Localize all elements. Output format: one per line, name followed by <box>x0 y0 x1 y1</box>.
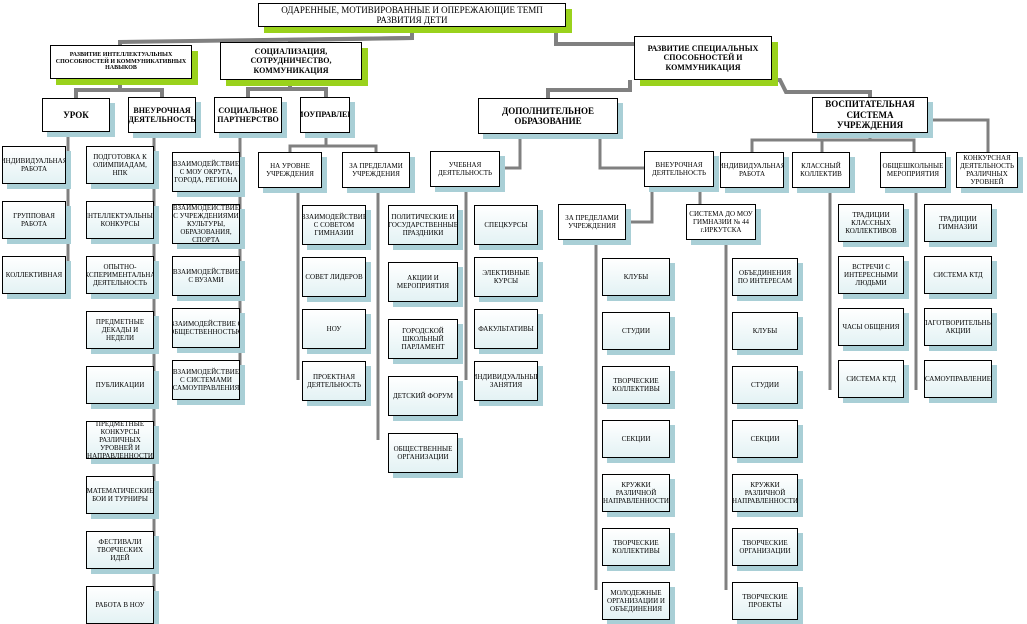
connector <box>820 138 870 152</box>
class-item: СИСТЕМА КТД <box>838 360 904 398</box>
selfgov-outside: ЗА ПРЕДЕЛАМИ УЧРЕЖДЕНИЯ <box>342 152 410 188</box>
node-addedu: ДОПОЛНИТЕЛЬНОЕ ОБРАЗОВАНИЕ <box>478 98 618 134</box>
extra-item: ПОДГОТОВКА К ОЛИМПИАДАМ, НПК <box>86 146 154 184</box>
connector <box>626 187 654 224</box>
node-selfgov: САМОУПРАВЛЕНИЕ <box>300 97 350 133</box>
root-node: ОДАРЕННЫЕ, МОТИВИРОВАННЫЕ И ОПЕРЕЖАЮЩИЕ … <box>258 3 566 27</box>
lesson-item: КОЛЛЕКТИВНАЯ <box>2 256 66 294</box>
outside-item: ПОЛИТИЧЕСКИЕ И ГОСУДАРСТВЕННЫЕ ПРАЗДНИКИ <box>388 205 458 245</box>
selfgov-inside: НА УРОВНЕ УЧРЕЖДЕНИЯ <box>258 152 322 188</box>
connector <box>598 134 644 170</box>
extra-item: ФЕСТИВАЛИ ТВОРЧЕСКИХ ИДЕЙ <box>86 531 154 569</box>
study-item: СПЕЦКУРСЫ <box>474 205 538 245</box>
vn-do-system: СИСТЕМА ДО МОУ ГИМНАЗИИ № 44 г.ИРКУТСКА <box>686 204 756 240</box>
class-item: ТРАДИЦИИ КЛАССНЫХ КОЛЛЕКТИВОВ <box>838 204 904 242</box>
extra-item: ПУБЛИКАЦИИ <box>86 366 154 404</box>
upbring-class: КЛАССНЫЙ КОЛЛЕКТИВ <box>792 152 850 188</box>
school-item: САМОУПРАВЛЕНИЕ <box>924 360 992 398</box>
connector <box>500 134 522 170</box>
outside-item: ОБЩЕСТВЕННЫЕ ОРГАНИЗАЦИИ <box>388 433 458 473</box>
connector <box>290 87 328 97</box>
do-item: КРУЖКИ РАЗЛИЧНОЙ НАПРАВЛЕННОСТИ <box>732 474 798 512</box>
addedu-study: УЧЕБНАЯ ДЕЯТЕЛЬНОСТЬ <box>430 151 500 187</box>
partner-item: ВЗАИМОДЕЙСТВИЕ С СИСТЕМАМИ САМОУПРАВЛЕНИ… <box>172 360 240 400</box>
connector <box>120 88 164 97</box>
branch-intel: РАЗВИТИЕ ИНТЕЛЛЕКТУАЛЬНЫХ СПОСОБНОСТЕЙ И… <box>50 45 192 79</box>
do-item: ТВОРЧЕСКИЕ ПРОЕКТЫ <box>732 582 798 620</box>
school-item: СИСТЕМА КТД <box>924 256 992 294</box>
branch-social: СОЦИАЛИЗАЦИЯ, СОТРУДНИЧЕСТВО, КОММУНИКАЦ… <box>220 42 362 80</box>
beyond-item: МОЛОДЕЖНЫЕ ОРГАНИЗАЦИИ И ОБЪЕДИНЕНИЯ <box>602 582 670 620</box>
connector <box>74 80 122 98</box>
extra-item: ОПЫТНО-ЭКСПЕРИМЕНТАЛЬНАЯ ДЕЯТЕЛЬНОСТЬ <box>86 256 154 294</box>
extra-item: ПРЕДМЕТНЫЕ КОНКУРСЫ РАЗЛИЧНЫХ УРОВНЕЙ И … <box>86 421 154 459</box>
class-item: ВСТРЕЧИ С ИНТЕРЕСНЫМИ ЛЮДЬМИ <box>838 256 904 294</box>
connector <box>288 133 328 152</box>
upbring-individual: ИНДИВИДУАЛЬНАЯ РАБОТА <box>720 152 784 188</box>
inside-item: СОВЕТ ЛИДЕРОВ <box>302 257 366 297</box>
extra-item: ПРЕДМЕТНЫЕ ДЕКАДЫ И НЕДЕЛИ <box>86 311 154 349</box>
school-item: ТРАДИЦИИ ГИМНАЗИИ <box>924 204 992 242</box>
partner-item: ВЗАИМОДЕЙСТВИЕ С ВУЗАМИ <box>172 256 240 296</box>
node-upbring: ВОСПИТАТЕЛЬНАЯ СИСТЕМА УЧРЕЖДЕНИЯ <box>812 97 928 133</box>
connector <box>700 78 872 97</box>
beyond-item: СТУДИИ <box>602 312 670 350</box>
connector <box>546 80 632 98</box>
partner-item: ВЗАИМОДЕЙСТВИЕ С УЧРЕЖДЕНИЯМИ КУЛЬТУРЫ, … <box>172 204 240 244</box>
extra-item: ИНТЕЛЛЕКТУАЛЬНЫЕ КОНКУРСЫ <box>86 201 154 239</box>
connector <box>554 29 634 46</box>
connector <box>118 29 414 46</box>
branch-special: РАЗВИТИЕ СПЕЦИАЛЬНЫХ СПОСОБНОСТЕЙ И КОММ… <box>634 36 772 80</box>
node-extra: ВНЕУРОЧНАЯ ДЕЯТЕЛЬНОСТЬ <box>128 97 196 133</box>
beyond-item: СЕКЦИИ <box>602 420 670 458</box>
connector <box>246 80 292 97</box>
partner-item: ВЗАИМОДЕЙСТВИЕ С МОУ ОКРУГА, ГОРОДА, РЕГ… <box>172 152 240 192</box>
connector <box>326 144 378 152</box>
extra-item: МАТЕМАТИЧЕСКИЕ БОИ И ТУРНИРЫ <box>86 476 154 514</box>
study-item: ЭЛЕКТИВНЫЕ КУРСЫ <box>474 257 538 297</box>
connector <box>870 138 916 152</box>
study-item: ИНДИВИДУАЛЬНЫЕ ЗАНЯТИЯ <box>474 361 538 401</box>
beyond-item: ТВОРЧЕСКИЕ КОЛЛЕКТИВЫ <box>602 366 670 404</box>
node-lesson: УРОК <box>42 98 110 132</box>
inside-item: НОУ <box>302 309 366 349</box>
school-item: БЛАГОТВОРИТЕЛЬНЫЕ АКЦИИ <box>924 308 992 346</box>
connector <box>750 133 872 152</box>
beyond-item: КЛУБЫ <box>602 258 670 296</box>
study-item: ФАКУЛЬТАТИВЫ <box>474 309 538 349</box>
addedu-extra: ВНЕУРОЧНАЯ ДЕЯТЕЛЬНОСТЬ <box>644 151 714 187</box>
extra-item: РАБОТА В НОУ <box>86 586 154 624</box>
partner-item: ВЗАИМОДЕЙСТВИЕ С ОБЩЕСТВЕННОСТЬЮ <box>172 308 240 348</box>
do-item: ОБЪЕДИНЕНИЯ ПО ИНТЕРЕСАМ <box>732 258 798 296</box>
upbring-school: ОБЩЕШКОЛЬНЫЕ МЕРОПРИЯТИЯ <box>880 152 946 188</box>
do-item: КЛУБЫ <box>732 312 798 350</box>
do-item: СТУДИИ <box>732 366 798 404</box>
inside-item: ВЗАИМОДЕЙСТВИЕ С СОВЕТОМ ГИМНАЗИИ <box>302 205 366 245</box>
upbring-contest: КОНКУРСНАЯ ДЕЯТЕЛЬНОСТЬ РАЗЛИЧНЫХ УРОВНЕ… <box>956 152 1018 188</box>
do-item: СЕКЦИИ <box>732 420 798 458</box>
outside-item: АКЦИИ И МЕРОПРИЯТИЯ <box>388 262 458 302</box>
connector <box>928 118 990 152</box>
outside-item: ГОРОДСКОЙ ШКОЛЬНЫЙ ПАРЛАМЕНТ <box>388 319 458 359</box>
do-item: ТВОРЧЕСКИЕ ОРГАНИЗАЦИИ <box>732 528 798 566</box>
beyond-item: КРУЖКИ РАЗЛИЧНОЙ НАПРАВЛЕННОСТИ <box>602 474 670 512</box>
lesson-item: ГРУППОВАЯ РАБОТА <box>2 201 66 239</box>
vn-beyond: ЗА ПРЕДЕЛАМИ УЧРЕЖДЕНИЯ <box>558 204 626 240</box>
node-partner: СОЦИАЛЬНОЕ ПАРТНЕРСТВО <box>214 97 282 133</box>
inside-item: ПРОЕКТНАЯ ДЕЯТЕЛЬНОСТЬ <box>302 361 366 401</box>
lesson-item: ИНДИВИДУАЛЬНАЯ РАБОТА <box>2 146 66 184</box>
class-item: ЧАСЫ ОБЩЕНИЯ <box>838 308 904 346</box>
outside-item: ДЕТСКИЙ ФОРУМ <box>388 376 458 416</box>
beyond-item: ТВОРЧЕСКИЕ КОЛЛЕКТИВЫ <box>602 528 670 566</box>
